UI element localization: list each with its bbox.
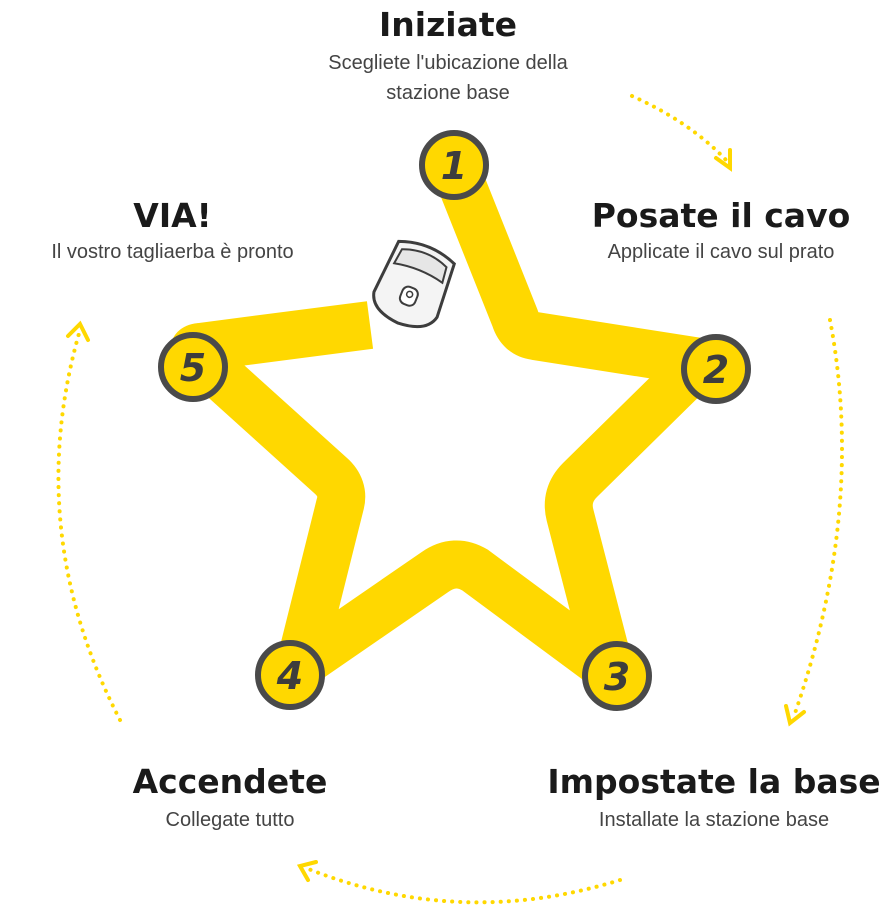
arrow-2-to-3-head	[784, 704, 806, 727]
step-2-title: Posate il cavo	[591, 196, 851, 235]
step-5-description: Il vostro tagliaerba è pronto	[51, 241, 294, 263]
arrow-4-to-5	[56, 328, 122, 722]
step-5-title: VIA!	[133, 196, 212, 235]
step-4-title: Accendete	[132, 762, 328, 801]
step-number-5: 5	[180, 346, 206, 390]
robotic-mower-icon	[372, 239, 457, 329]
step-4-description: Collegate tutto	[165, 809, 295, 831]
step-4-caption: Accendete Collegate tutto	[100, 763, 360, 835]
arrow-1-to-2	[630, 94, 728, 162]
step-badge-2: 2	[681, 334, 751, 404]
step-5-caption: VIA! Il vostro tagliaerba è pronto	[0, 197, 345, 267]
step-1-description: Scegliete l'ubicazione della stazione ba…	[328, 52, 568, 104]
arrow-1-to-2-head	[714, 148, 732, 172]
step-badge-1: 1	[419, 130, 489, 200]
arrow-2-to-3	[792, 318, 844, 718]
step-badge-4: 4	[255, 640, 325, 710]
step-1-caption: Iniziate Scegliete l'ubicazione della st…	[258, 6, 638, 108]
cycle-arrows	[56, 94, 844, 905]
step-2-caption: Posate il cavo Applicate il cavo sul pra…	[556, 197, 886, 267]
step-badge-3: 3	[582, 641, 652, 711]
step-badge-5: 5	[158, 332, 228, 402]
step-2-description: Applicate il cavo sul prato	[607, 241, 835, 263]
step-number-1: 1	[441, 144, 467, 188]
step-number-4: 4	[276, 654, 303, 698]
step-number-2: 2	[703, 348, 729, 392]
arrow-4-to-5-head	[66, 320, 90, 342]
step-number-3: 3	[604, 655, 630, 699]
step-3-caption: Impostate la base Installate la stazione…	[532, 763, 896, 835]
step-1-title: Iniziate	[378, 5, 518, 44]
arrow-3-to-4	[304, 866, 622, 905]
arrow-3-to-4-head	[296, 860, 318, 882]
step-3-description: Installate la stazione base	[598, 809, 830, 831]
step-3-title: Impostate la base	[547, 762, 881, 801]
